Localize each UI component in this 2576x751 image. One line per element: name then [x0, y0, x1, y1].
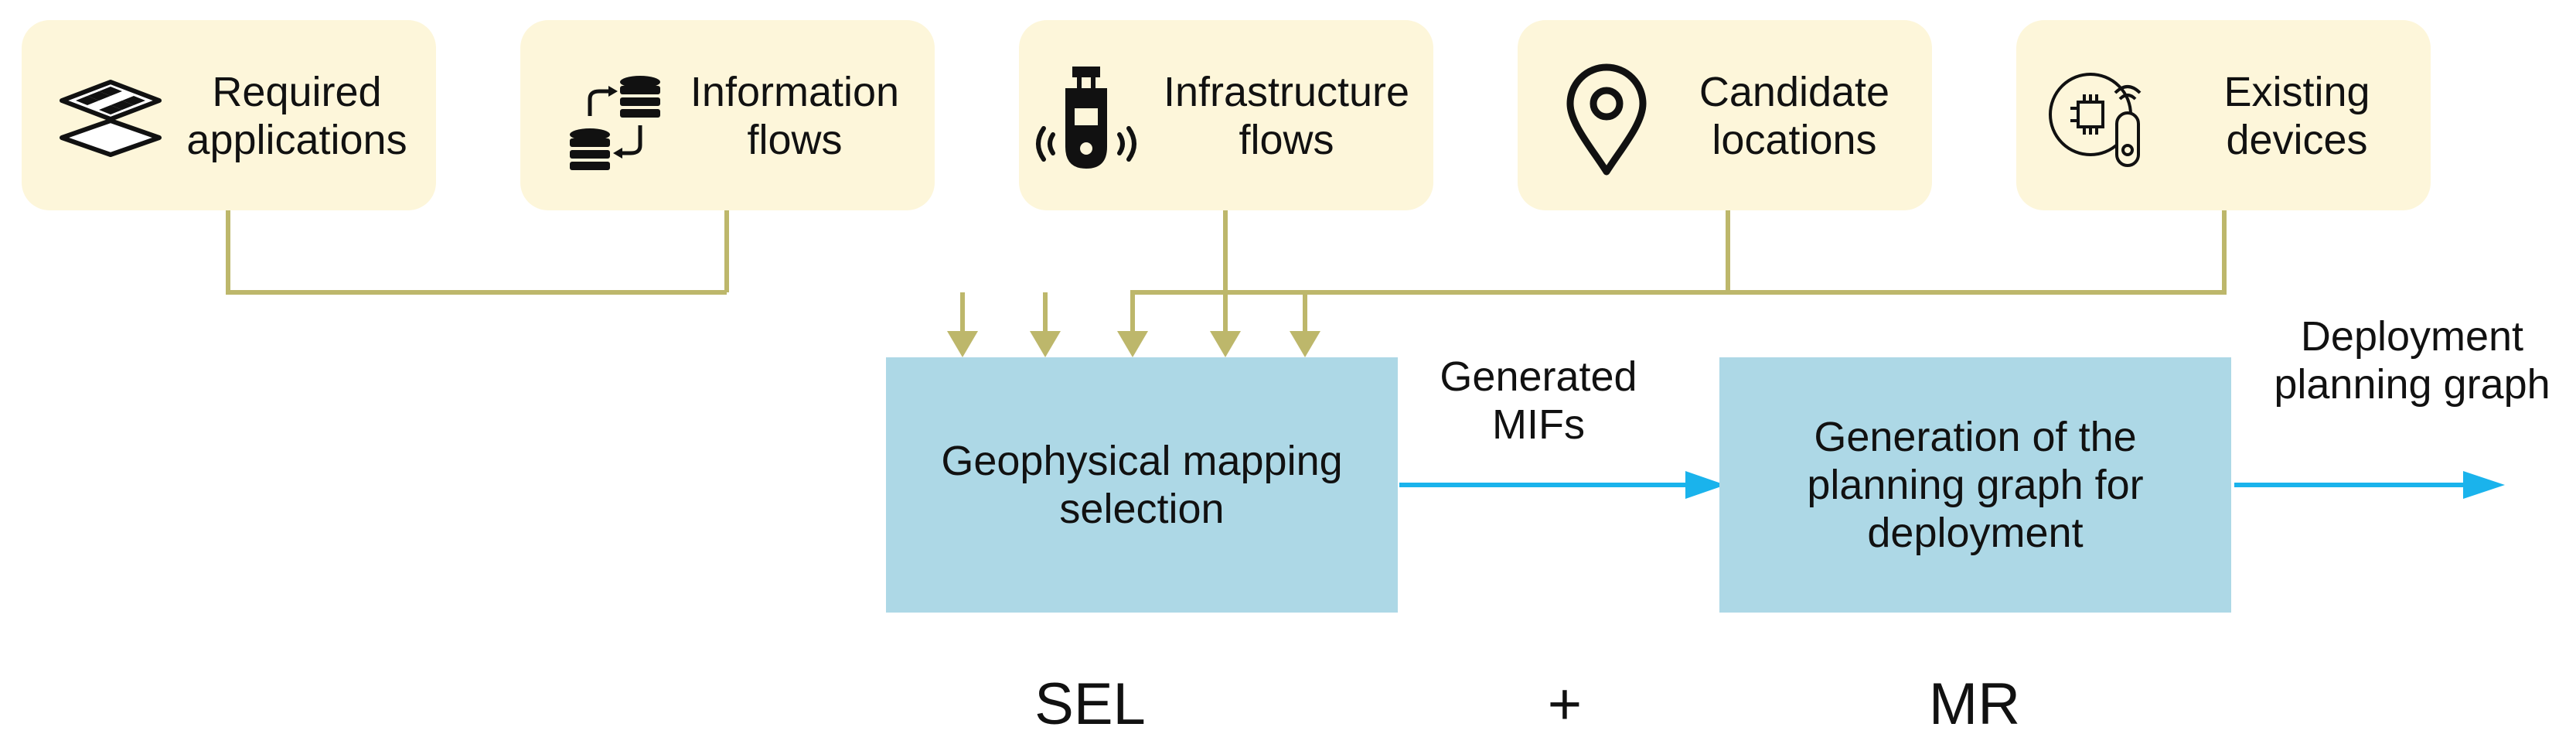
input-label-line1: Information — [690, 69, 900, 115]
process-label-line3: deployment — [1867, 510, 2084, 556]
input-information-flows: Information flows — [520, 20, 935, 210]
input-label-line2: flows — [1239, 117, 1334, 163]
flow-label-line1: Deployment — [2300, 313, 2524, 360]
layers-icon — [60, 80, 162, 157]
process-planning-graph-generation: Generation of the planning graph for dep… — [1719, 357, 2231, 613]
stage-label-plus: + — [1547, 671, 1583, 737]
process-label-line1: Generation of the — [1814, 414, 2137, 460]
process-label-line1: Geophysical mapping — [941, 438, 1343, 484]
arrowhead-1 — [947, 331, 978, 357]
input-label-line2: applications — [186, 117, 407, 163]
input-label-line1: Required — [212, 69, 382, 115]
flow-label-generated-mifs: Generated MIFs — [1415, 353, 1662, 449]
process-label-line2: planning graph for — [1807, 462, 2144, 508]
stage-label-mr: MR — [1928, 671, 2021, 737]
connector-right-bus — [1130, 210, 2227, 337]
input-required-applications: Required applications — [22, 20, 436, 210]
arrowhead-5 — [1290, 331, 1320, 357]
flow-label-line2: MIFs — [1492, 401, 1585, 448]
input-label-line2: devices — [2226, 117, 2368, 163]
input-existing-devices: Existing devices — [2016, 20, 2431, 210]
iot-device-icon — [2049, 73, 2142, 167]
arrowhead-3 — [1117, 331, 1148, 357]
connector-required-applications — [226, 210, 727, 295]
map-pin-icon — [1566, 63, 1647, 176]
input-label-line2: locations — [1712, 117, 1877, 163]
input-label-line1: Infrastructure — [1163, 69, 1410, 115]
arrowhead-generated-mifs — [1685, 471, 1726, 499]
arrowhead-2 — [1030, 331, 1061, 357]
input-label-line1: Candidate — [1699, 69, 1890, 115]
stage-label-sel: SEL — [1034, 671, 1146, 737]
input-label-line1: Existing — [2223, 69, 2370, 115]
process-label-line2: selection — [1059, 486, 1225, 532]
flow-label-line2: planning graph — [2274, 361, 2550, 408]
input-label-line2: flows — [747, 117, 843, 163]
arrowhead-4 — [1210, 331, 1241, 357]
flow-label-line1: Generated — [1440, 353, 1637, 400]
arrowhead-deployment-graph — [2463, 471, 2505, 499]
sensor-signal-icon — [1036, 67, 1136, 169]
input-infrastructure-flows: Infrastructure flows — [1019, 20, 1433, 210]
database-sync-icon — [570, 76, 660, 170]
process-geophysical-mapping-selection: Geophysical mapping selection — [886, 357, 1398, 613]
flow-label-deployment-planning-graph: Deployment planning graph — [2257, 312, 2567, 408]
input-candidate-locations: Candidate locations — [1518, 20, 1932, 210]
